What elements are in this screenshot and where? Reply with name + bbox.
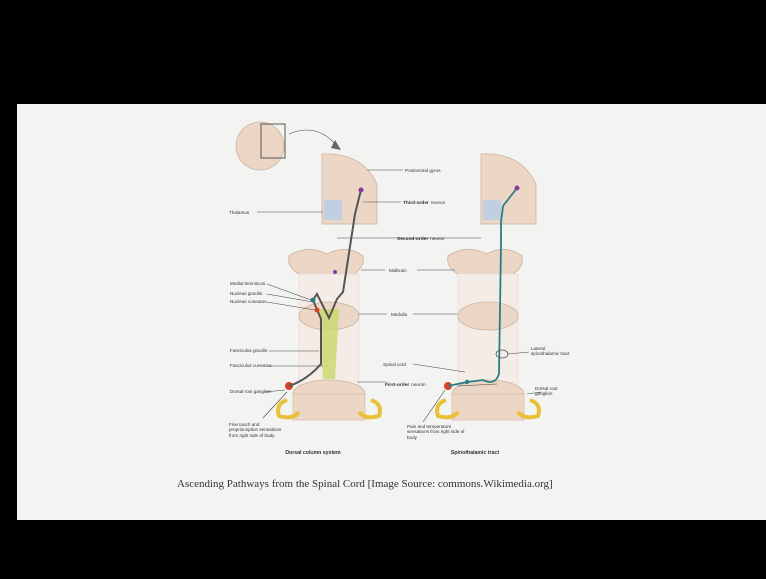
subcaption-dorsal-column: Dorsal column system <box>285 450 341 456</box>
second-order-bold: Second-order <box>397 236 428 242</box>
label-thalamus: Thalamus <box>229 210 250 215</box>
label-pain-temperature: Pain and temperature sensations from rig… <box>407 424 469 440</box>
label-nucleus-gracilis: Nucleus gracilis <box>230 291 263 296</box>
right-thalamus-region <box>483 200 501 220</box>
right-medulla-section <box>458 302 518 330</box>
first-order-bold: First-order <box>385 382 409 388</box>
label-nucleus-cuneatus: Nucleus cuneatus <box>230 299 267 304</box>
label-fasciculus-gracilis: Fasciculus gracilis <box>230 348 268 353</box>
subcaption-spinothalamic: Spinothalamic tract <box>451 450 499 456</box>
second-order-rest: neuron <box>430 236 445 241</box>
first-order-rest: neuron <box>411 382 426 387</box>
spinothalamic-system <box>437 154 539 420</box>
dorsal-column-system <box>278 154 380 420</box>
label-medial-lemniscus: Medial lemniscus <box>230 281 266 286</box>
ascending-pathways-diagram: Thalamus Medial lemniscus Nucleus gracil… <box>17 104 766 520</box>
label-lateral-spinothalamic-tract: Lateral spinothalamic tract <box>531 346 571 357</box>
label-fine-touch: Fine touch and proprioception sensations… <box>229 422 287 438</box>
label-fasciculus-cuneatus: Fasciculus cuneatus <box>230 363 272 368</box>
label-left-dorsal-root-ganglion: Dorsal root ganglion <box>230 389 272 394</box>
label-medulla: Medulla <box>391 312 408 317</box>
left-thalamus-region <box>324 200 342 220</box>
label-midbrain: Midbrain <box>389 268 407 273</box>
label-postcentral-gyrus: Postcentral gyrus <box>405 168 441 173</box>
third-order-rest: neuron <box>431 200 446 205</box>
slide: Thalamus Medial lemniscus Nucleus gracil… <box>17 104 766 520</box>
slide-caption: Ascending Pathways from the Spinal Cord … <box>177 478 597 490</box>
label-right-dorsal-root-ganglion: Dorsal root ganglion <box>535 386 575 397</box>
label-spinal-cord: Spinal cord <box>383 362 406 367</box>
third-order-bold: Third-order <box>403 200 429 206</box>
